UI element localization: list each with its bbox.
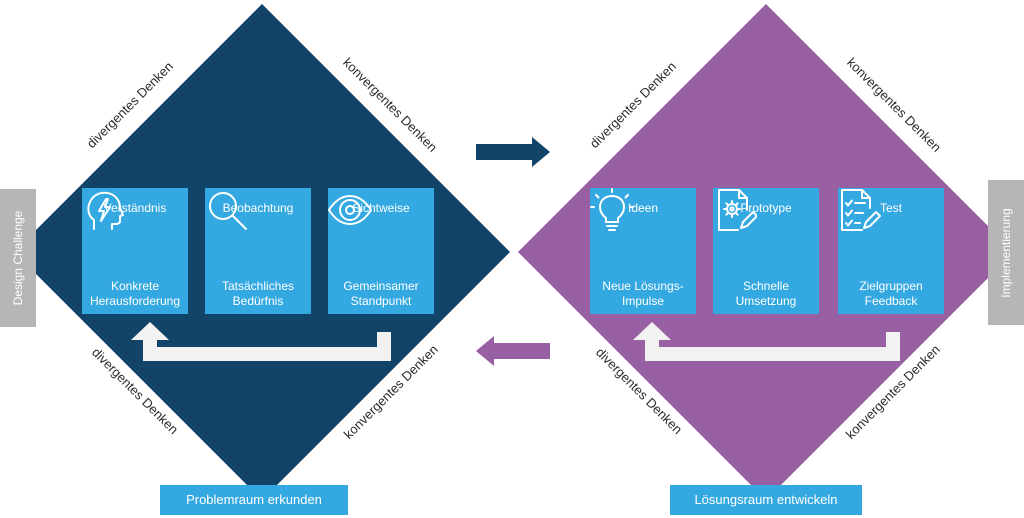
eye-icon — [328, 194, 372, 226]
head-lightning-icon — [87, 191, 124, 230]
box-subtitle-line: Neue Lösungs- — [602, 279, 684, 293]
magnifier-icon — [209, 192, 247, 230]
feedback-arrowhead-right — [633, 322, 671, 340]
back-arrow — [476, 336, 550, 366]
forward-arrow — [476, 137, 550, 167]
box-subtitle-line: Herausforderung — [89, 294, 181, 308]
box-subtitle-line: Umsetzung — [735, 294, 797, 308]
box-title: Test — [879, 201, 902, 215]
design-challenge-text: Design Challenge — [11, 210, 25, 306]
lightbulb-icon — [590, 188, 634, 231]
feedback-arrowhead-left — [131, 322, 169, 340]
solution-space-label: Lösungsraum entwickeln — [670, 485, 862, 515]
box-subtitle: Gemeinsamer Standpunkt — [328, 279, 434, 309]
box-subtitle-line: Bedürfnis — [232, 294, 284, 308]
checklist-pen-icon — [841, 189, 881, 231]
box-sichtweise: Sichtweise Gemeinsamer Standpunkt — [328, 188, 434, 314]
feedback-arrow-left — [143, 332, 391, 361]
box-prototype: Prototype Schnelle Umsetzung — [713, 188, 819, 314]
box-ideen: Ideen Neue Lösungs- Impulse — [590, 188, 696, 314]
box-subtitle-line: Feedback — [864, 294, 918, 308]
box-subtitle-line: Tatsächliches — [221, 279, 295, 293]
box-subtitle-line: Gemeinsamer — [343, 279, 419, 293]
box-subtitle-line: Schnelle — [742, 279, 790, 293]
box-title: Beobachtung — [222, 201, 294, 215]
design-challenge-label: Design Challenge — [0, 189, 36, 327]
box-subtitle-line: Standpunkt — [350, 294, 412, 308]
box-subtitle: Tatsächliches Bedürfnis — [205, 279, 311, 309]
box-subtitle: Konkrete Herausforderung — [82, 279, 188, 309]
box-subtitle: Neue Lösungs- Impulse — [590, 279, 696, 309]
feedback-arrow-right — [645, 332, 900, 361]
box-beobachtung: Beobachtung Tatsächliches Bedürfnis — [205, 188, 311, 314]
box-subtitle-line: Konkrete — [110, 279, 160, 293]
box-subtitle-line: Zielgruppen — [859, 279, 923, 293]
box-subtitle-line: Impulse — [621, 294, 665, 308]
problem-space-label: Problemraum erkunden — [160, 485, 348, 515]
implementation-label: Implementierung — [988, 180, 1024, 325]
box-verstaendnis: Verständnis Konkrete Herausforderung — [82, 188, 188, 314]
box-subtitle: Schnelle Umsetzung — [713, 279, 819, 309]
document-gear-icon — [718, 189, 757, 231]
box-test: Test Zielgruppen Feedback — [838, 188, 944, 314]
box-title: Ideen — [627, 201, 659, 215]
box-subtitle: Zielgruppen Feedback — [838, 279, 944, 309]
implementation-text: Implementierung — [999, 207, 1013, 298]
